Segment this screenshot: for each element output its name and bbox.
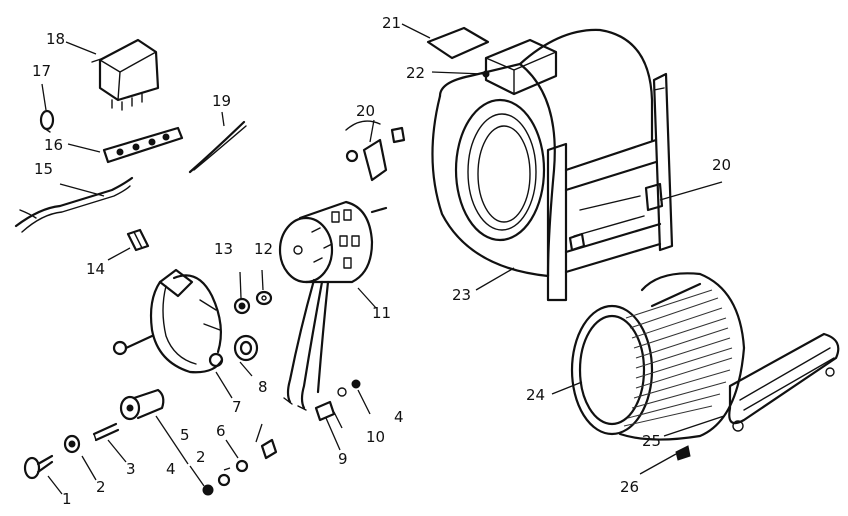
part-labels: 1 2 3 5 4 2 6 7 8 9 10 4 11 12 13 14 15 … (32, 14, 731, 508)
part-26-screw (675, 445, 691, 461)
label-2a: 2 (96, 478, 106, 496)
label-15: 15 (34, 160, 53, 178)
part-12-washer (255, 290, 273, 306)
label-23: 23 (452, 286, 471, 304)
part-6-nut (235, 459, 249, 473)
label-12: 12 (254, 240, 273, 258)
part-22-junction-box (482, 38, 558, 96)
part-24-blower-wheel (570, 272, 746, 441)
part-20a-clip (345, 120, 406, 182)
part-2b-washer (217, 473, 231, 487)
part-3-pin (92, 422, 120, 442)
part-23-blower-housing (431, 28, 674, 302)
label-26: 26 (620, 478, 639, 496)
label-8: 8 (258, 378, 268, 396)
part-18-relay (91, 38, 160, 111)
label-3: 3 (126, 460, 136, 478)
shaft-connector (260, 438, 278, 460)
label-6: 6 (216, 422, 226, 440)
label-9: 9 (338, 450, 348, 468)
label-22: 22 (406, 64, 425, 82)
label-4b: 4 (394, 408, 404, 426)
part-17-bulb (39, 109, 55, 133)
part-14-screw (126, 228, 150, 252)
label-1: 1 (62, 490, 72, 508)
label-2b: 2 (196, 448, 206, 466)
label-19: 19 (212, 92, 231, 110)
label-4a: 4 (166, 460, 176, 478)
part-4b-nut (351, 379, 361, 389)
label-14: 14 (86, 260, 105, 278)
part-7-mount-bracket (112, 268, 224, 374)
label-7: 7 (232, 398, 242, 416)
part-4a-nut (202, 484, 214, 496)
label-10: 10 (366, 428, 385, 446)
part-8-bushing (233, 334, 259, 362)
label-21: 21 (382, 14, 401, 32)
label-25: 25 (642, 432, 661, 450)
part-16-terminal-strip (102, 126, 184, 164)
part-11-motor (278, 200, 388, 284)
part-10-washer (337, 387, 347, 397)
label-24: 24 (526, 386, 545, 404)
part-19-wire (188, 120, 247, 174)
part-1-bolt (23, 454, 54, 480)
part-21-cover-plate (426, 26, 490, 60)
part-25-cutoff-plate (728, 332, 840, 432)
part-2-washer (63, 434, 81, 454)
label-18: 18 (46, 30, 65, 48)
label-17: 17 (32, 62, 51, 80)
part-5-hub (119, 388, 165, 421)
part-13-nut (233, 297, 251, 315)
label-16: 16 (44, 136, 63, 154)
label-11: 11 (372, 304, 391, 322)
motor-lead-wires (283, 278, 330, 411)
label-13: 13 (214, 240, 233, 258)
label-5: 5 (180, 426, 190, 444)
leader-lines (41, 23, 725, 495)
label-20a: 20 (356, 102, 375, 120)
part-15-wire-harness (14, 176, 134, 233)
part-9-terminal (314, 400, 336, 422)
label-20b: 20 (712, 156, 731, 174)
